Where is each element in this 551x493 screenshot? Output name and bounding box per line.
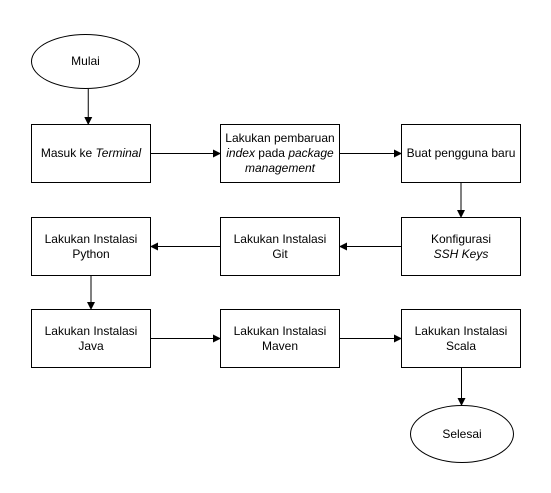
create-user-label: Buat pengguna baru	[406, 146, 516, 160]
terminal-step: Masuk ke Terminal	[31, 124, 151, 183]
create-user-step: Buat pengguna baru	[401, 124, 521, 183]
end-label: Selesai	[442, 426, 482, 441]
install-python-step: Lakukan Instalasi Python	[31, 217, 151, 276]
install-scala-label: Lakukan Instalasi Scala	[414, 323, 508, 353]
install-java-step: Lakukan Instalasi Java	[31, 309, 151, 368]
start-node: Mulai	[31, 34, 140, 89]
terminal-label: Masuk ke Terminal	[40, 146, 142, 160]
install-maven-step: Lakukan Instalasi Maven	[220, 309, 340, 368]
ssh-keys-step: Konfigurasi SSH Keys	[401, 217, 521, 276]
install-git-step: Lakukan Instalasi Git	[220, 217, 340, 276]
end-node: Selesai	[410, 405, 514, 463]
install-python-label: Lakukan Instalasi Python	[44, 231, 138, 261]
install-scala-step: Lakukan Instalasi Scala	[401, 309, 521, 368]
install-maven-label: Lakukan Instalasi Maven	[233, 323, 327, 353]
start-label: Mulai	[71, 54, 100, 68]
update-index-label: Lakukan pembaruan index pada package man…	[225, 131, 335, 175]
install-git-label: Lakukan Instalasi Git	[233, 231, 327, 261]
install-java-label: Lakukan Instalasi Java	[44, 323, 138, 353]
ssh-keys-label: Konfigurasi SSH Keys	[430, 231, 492, 261]
update-index-step: Lakukan pembaruan index pada package man…	[220, 124, 340, 183]
